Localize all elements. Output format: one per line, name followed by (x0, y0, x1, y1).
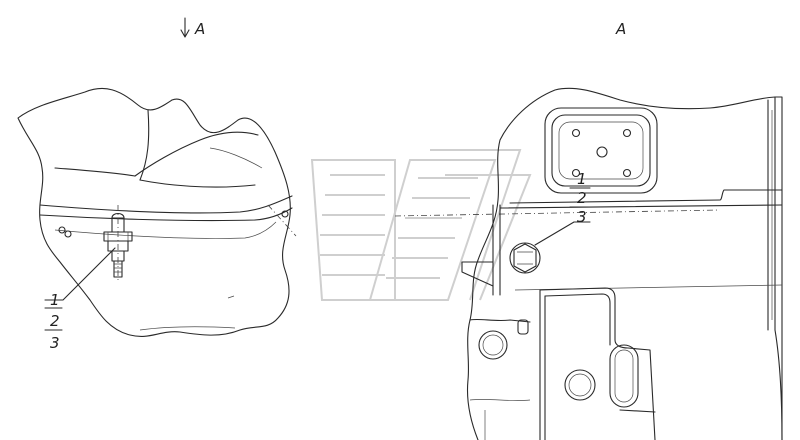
lower-bracket (539, 287, 656, 440)
right-callout-1: 1 (577, 170, 587, 188)
fastener-assembly (103, 205, 133, 282)
right-callout-3: 3 (577, 208, 587, 226)
watermark-logo (310, 149, 532, 301)
left-view: A 1 (17, 17, 297, 352)
view-arrow-label: A (194, 20, 205, 38)
view-title: A (615, 20, 626, 38)
view-arrow (180, 17, 190, 38)
left-callout-2: 2 (50, 312, 60, 330)
right-callout-2: 2 (577, 189, 587, 207)
left-section-outline (17, 87, 291, 337)
mount-plate (544, 107, 658, 194)
right-section-outline (466, 87, 783, 440)
left-callout-3: 3 (50, 334, 60, 352)
nut (509, 242, 541, 274)
left-callout-1: 1 (50, 291, 60, 309)
right-view: A 1 (394, 20, 783, 440)
